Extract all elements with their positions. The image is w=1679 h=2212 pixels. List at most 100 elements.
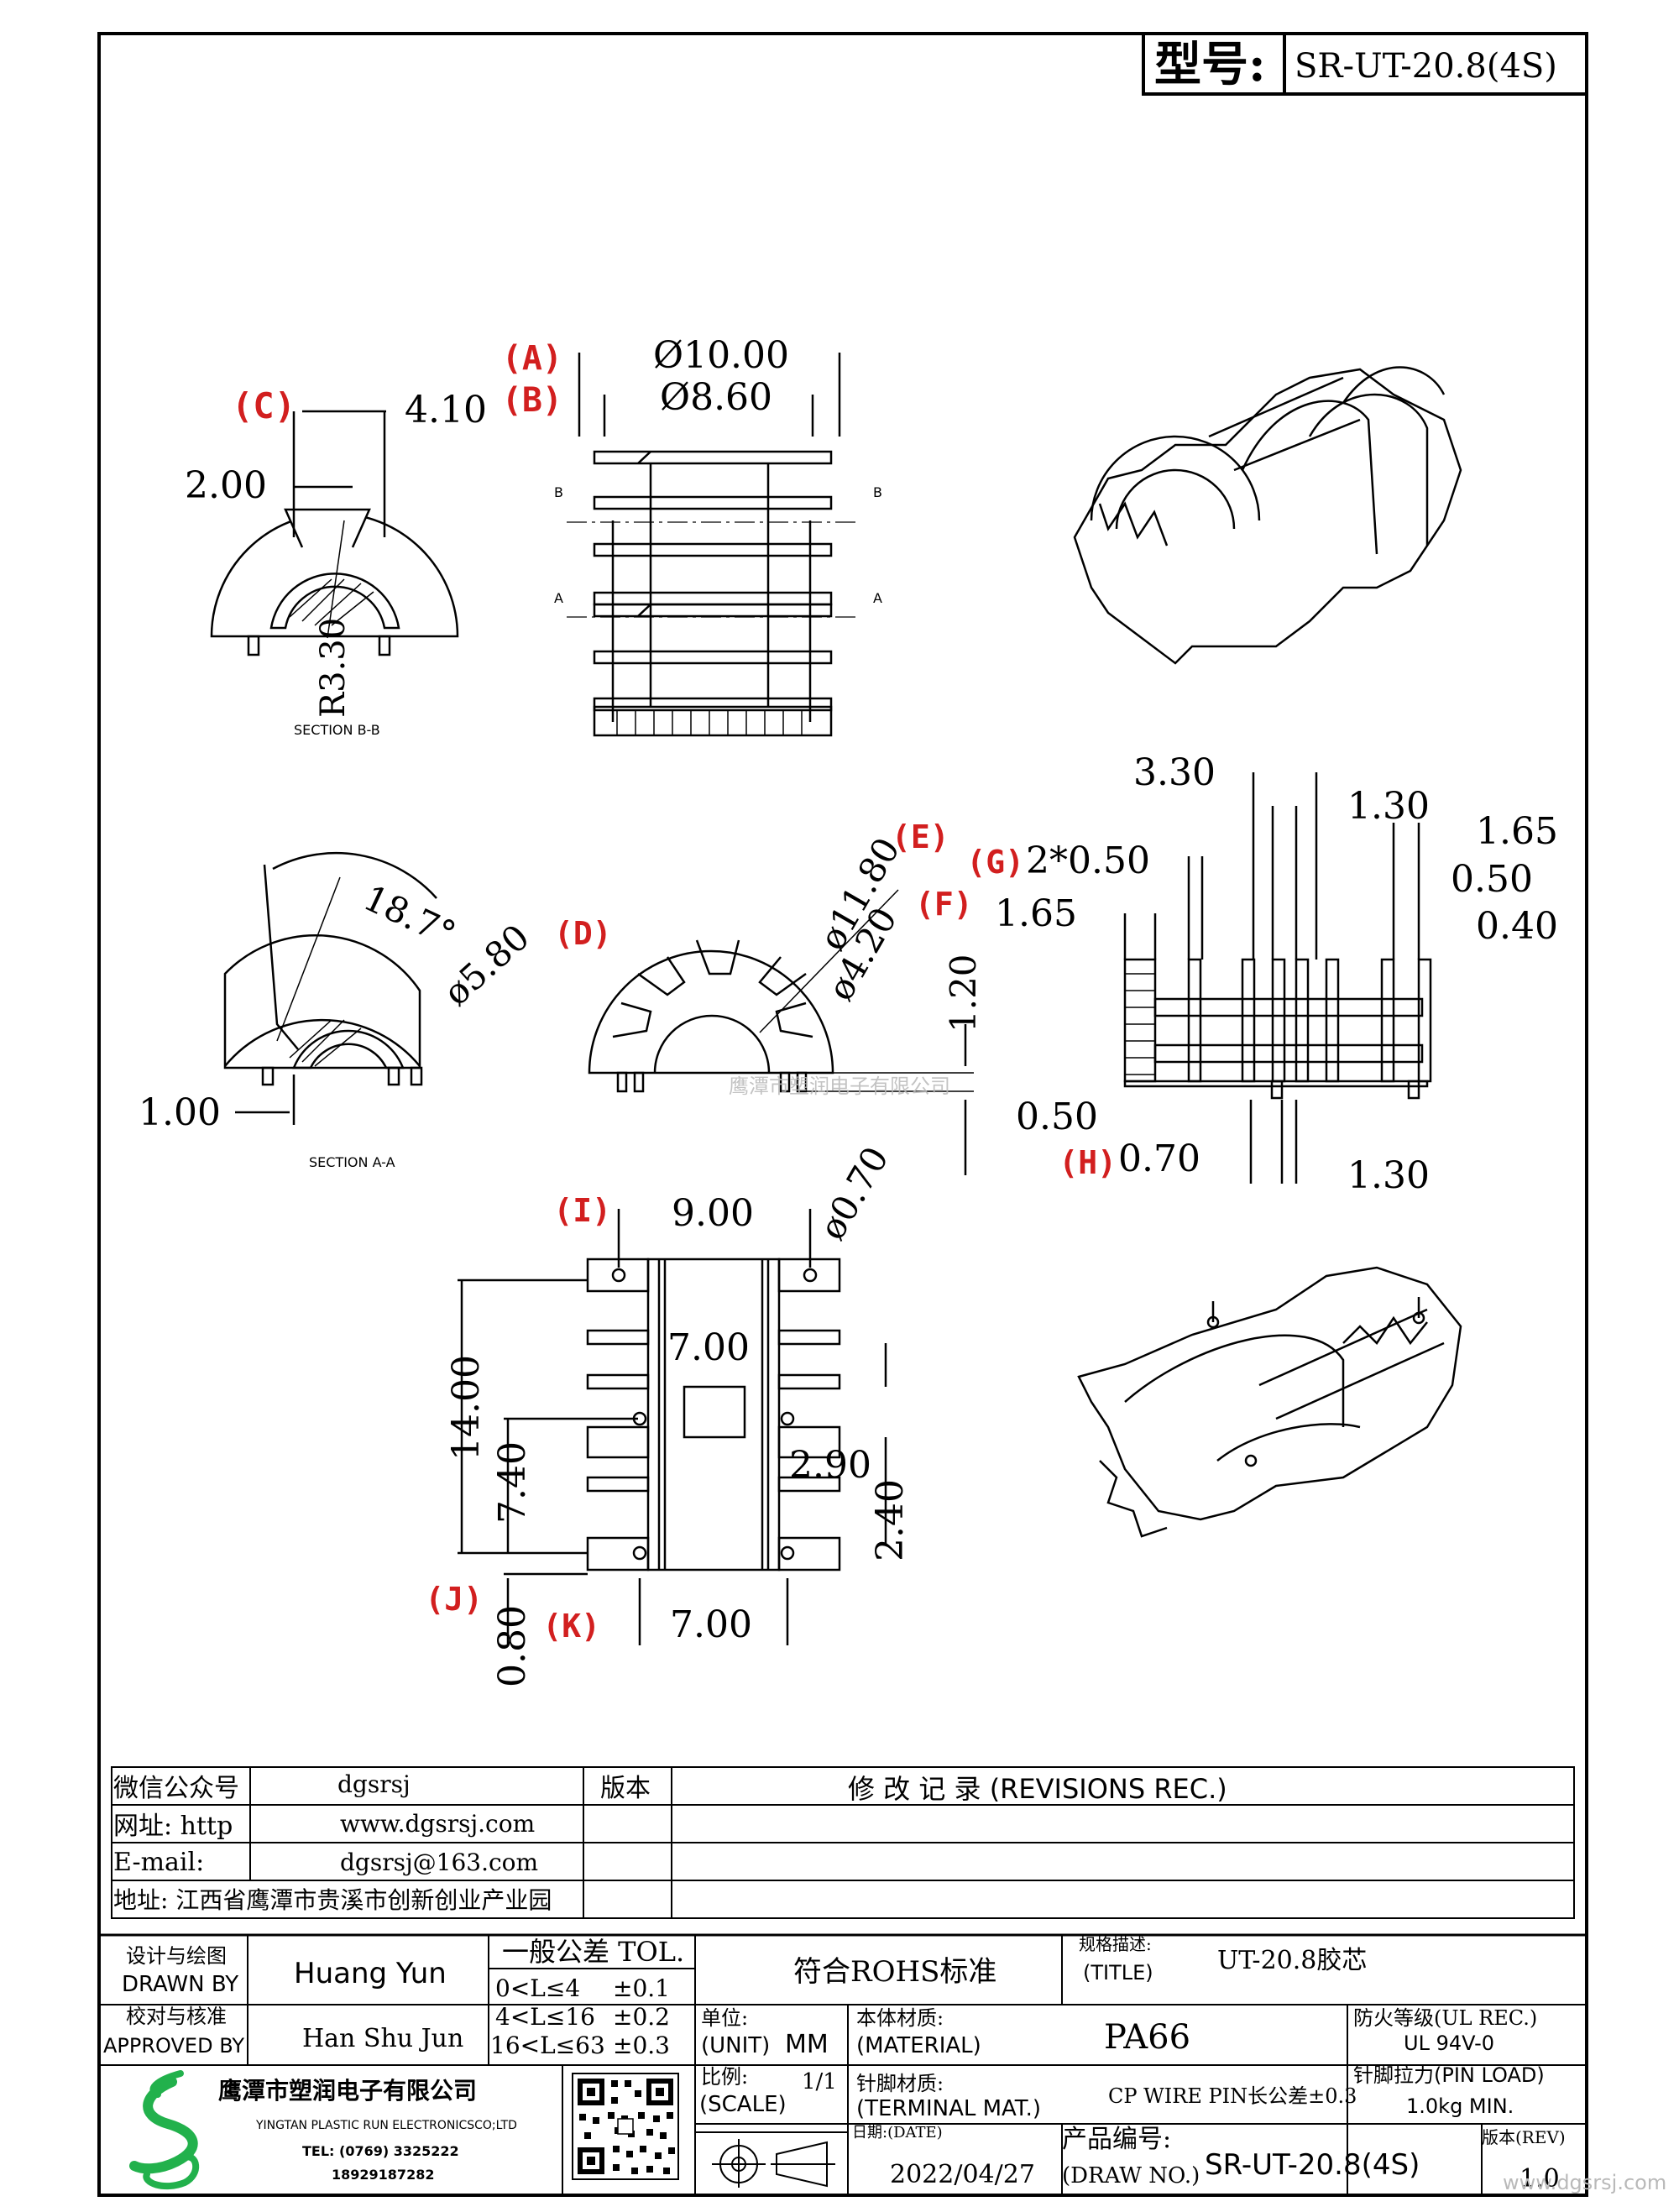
drawno-cn: 产品编号: [1062, 2125, 1171, 2154]
company-mobile: 18929187282 [332, 2167, 434, 2183]
dim-i-value: 9.00 [672, 1192, 754, 1235]
dim-s-165b: 1.65 [995, 892, 1077, 935]
tol-range-3: 16<L≤63 [490, 2032, 605, 2059]
date-value: 2022/04/27 [890, 2160, 1035, 2189]
cut-mark-a-right: A [873, 590, 882, 606]
model-box: 型号: SR-UT-20.8(4S) [1142, 32, 1588, 96]
dim-c-label: (C) [232, 385, 296, 426]
dim-a-label: (A) [502, 339, 562, 378]
info-block [111, 1766, 1575, 1919]
tol-value-3: ±0.3 [613, 2032, 670, 2059]
cut-mark-a-left: A [554, 590, 563, 606]
section-bb-view [210, 410, 459, 656]
cut-mark-b-right: B [873, 484, 882, 500]
plan-view [458, 1209, 887, 1645]
material-value: PA66 [1104, 2018, 1190, 2057]
email-value: dgsrsj@163.com [340, 1849, 538, 1876]
company-logo [129, 2070, 200, 2190]
pinload-cn: 针脚拉力(PIN LOAD) [1353, 2063, 1545, 2087]
dim-f-label: (F) [915, 886, 973, 923]
version-label: 版本 [600, 1774, 651, 1803]
qr-code [572, 2073, 679, 2180]
revisions-title: 修 改 记 录 (REVISIONS REC.) [848, 1773, 1227, 1805]
web-value: www.dgsrsj.com [340, 1810, 535, 1838]
dim-s-330: 3.30 [1133, 751, 1216, 794]
model-value: SR-UT-20.8(4S) [1295, 47, 1557, 86]
tol-range-2: 4<L≤16 [495, 2003, 595, 2031]
isometric-view-bottom [1077, 1266, 1462, 1538]
scale-cn: 比例: [701, 2065, 748, 2089]
dim-b-1400: 14.00 [445, 1355, 488, 1461]
dim-s-130a: 1.30 [1347, 785, 1430, 828]
dim-g-value: 2*0.50 [1026, 839, 1150, 882]
dim-bb-radius: R3.30 [314, 618, 353, 718]
pinload-value: 1.0kg MIN. [1406, 2094, 1514, 2118]
dim-d-label: (D) [554, 915, 612, 952]
company-tel: TEL: (0769) 3325222 [302, 2143, 459, 2159]
dim-h-label: (H) [1059, 1144, 1117, 1181]
section-aa-label: SECTION A-A [309, 1154, 395, 1170]
email-label: E-mail: [113, 1848, 204, 1877]
end-view [588, 889, 974, 1175]
drawn-name: Huang Yun [294, 1957, 447, 1990]
terminal-en: (TERMINAL MAT.) [856, 2096, 1041, 2121]
dim-b-label: (B) [502, 381, 562, 420]
dim-a-value: Ø10.00 [653, 334, 789, 377]
rev-value: 1.0 [1519, 2164, 1560, 2194]
outer-frame [97, 32, 1588, 2197]
dim-g-label: (G) [966, 844, 1024, 881]
cut-mark-b-left: B [554, 484, 563, 500]
front-elevation-view [567, 353, 856, 737]
drawno-en: (DRAW NO.) [1062, 2163, 1200, 2188]
dim-k-label: (K) [542, 1608, 600, 1645]
approved-en: APPROVED BY [103, 2034, 244, 2058]
dim-b-240: 2.40 [869, 1479, 912, 1561]
watermark: 鹰潭市塑润电子有限公司 [729, 1075, 950, 1098]
dim-f-height: 1.20 [943, 954, 984, 1033]
web-label: 网址: http [113, 1812, 233, 1841]
dim-e-label: (E) [892, 818, 949, 855]
isometric-view-top [1073, 366, 1462, 665]
scale-value: 1/1 [802, 2069, 837, 2094]
drawno-value: SR-UT-20.8(4S) [1205, 2148, 1420, 2182]
company-name-en: YINGTAN PLASTIC RUN ELECTRONICSCO;LTD [255, 2119, 517, 2132]
dim-b-value: Ø8.60 [660, 376, 772, 419]
terminal-value: CP WIRE PIN长公差±0.3 [1108, 2084, 1357, 2108]
unit-en: (UNIT) [701, 2033, 770, 2058]
tol-value-2: ±0.2 [613, 2003, 670, 2031]
dim-b-700a: 7.00 [667, 1326, 750, 1369]
fire-value: UL 94V-0 [1404, 2032, 1494, 2055]
terminal-cn: 针脚材质: [856, 2072, 944, 2095]
dim-angle: 18.7° [358, 877, 462, 955]
address: 地址: 江西省鹰潭市贵溪市创新创业产业园 [113, 1886, 552, 1914]
approved-name: Han Shu Jun [302, 2024, 463, 2053]
fire-cn: 防火等级(UL REC.) [1353, 2006, 1537, 2030]
tol-value-1: ±0.1 [613, 1974, 670, 2002]
drawn-cn: 设计与绘图 [126, 1944, 227, 1968]
wechat-value: dgsrsj [337, 1770, 411, 1798]
material-cn: 本体材质: [856, 2006, 944, 2030]
drawn-en: DRAWN BY [122, 1972, 238, 1997]
side-elevation-view [1123, 772, 1432, 1184]
dim-k-value: 7.00 [670, 1603, 752, 1646]
dim-c-value: 4.10 [405, 389, 487, 431]
dim-j-value: 0.80 [491, 1605, 534, 1687]
tol-range-1: 0<L≤4 [495, 1974, 580, 2002]
date-cn: 日期:(DATE) [852, 2124, 943, 2141]
dim-aa-wall: 1.00 [139, 1091, 221, 1134]
dim-s-050a: 0.50 [1451, 858, 1533, 901]
rohs-note: 符合ROHS标准 [793, 1955, 996, 1989]
section-aa-view [223, 851, 437, 1125]
spec-cn: 规格描述: [1079, 1934, 1152, 1954]
spec-value: UT-20.8胶芯 [1217, 1946, 1367, 1975]
dim-bb-width: 2.00 [185, 464, 267, 507]
model-label: 型号: [1154, 37, 1266, 92]
wechat-label: 微信公众号 [113, 1774, 239, 1803]
spec-en: (TITLE) [1083, 1961, 1153, 1985]
dim-pin-dia: ø0.70 [811, 1140, 897, 1247]
projection-symbol [712, 2139, 835, 2188]
unit-cn: 单位: [701, 2006, 748, 2030]
dim-s-130b: 1.30 [1347, 1154, 1430, 1197]
footer-url: www.dgsrsj.com [1503, 2171, 1666, 2194]
